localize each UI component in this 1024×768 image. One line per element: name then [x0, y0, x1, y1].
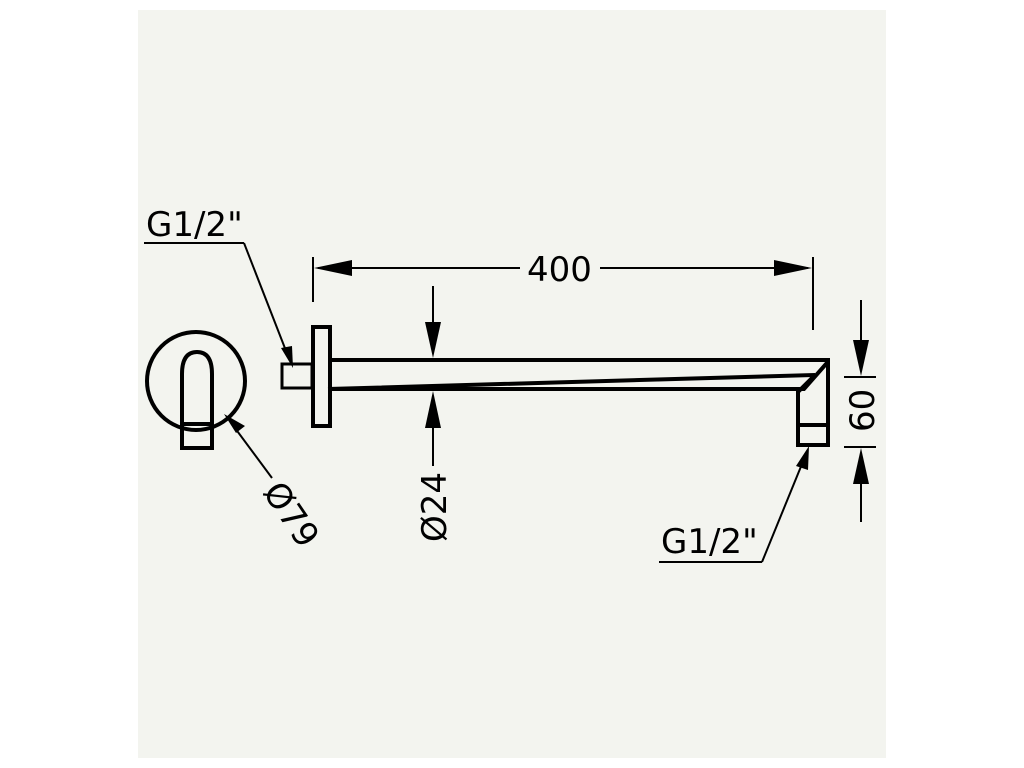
pipe-outline: [327, 358, 830, 427]
outlet-thread-label: G1/2": [661, 522, 758, 562]
length-label: 400: [527, 250, 592, 290]
outlet-arrow: [796, 446, 809, 470]
pipe-diameter-top-arrow: [425, 322, 441, 358]
flange-diameter-arrow: [224, 414, 245, 433]
arm-end: [180, 422, 214, 450]
length-arrow-right: [774, 260, 812, 276]
length-arrow-left: [314, 260, 352, 276]
flange-diameter-leader: [231, 423, 273, 479]
outlet-stub: [796, 423, 830, 447]
outlet-leader: [761, 463, 803, 563]
pipe-diameter-bottom-arrow: [425, 391, 441, 428]
pipe-lower-edge: [328, 361, 829, 391]
wall-flange: [311, 325, 332, 428]
inlet-leader: [243, 242, 289, 357]
inlet-arrow: [281, 346, 293, 368]
shower-arm-side-view: [280, 325, 830, 447]
flange-front-view: [145, 330, 247, 450]
inlet-thread-label: G1/2": [146, 205, 243, 245]
arm-outline: [180, 349, 214, 426]
drop-top-arrow: [853, 340, 869, 376]
drop-bottom-arrow: [853, 448, 869, 484]
flange-circle: [145, 330, 247, 432]
pipe-diameter-label: Ø24: [415, 472, 455, 542]
drop-label: 60: [843, 389, 883, 432]
